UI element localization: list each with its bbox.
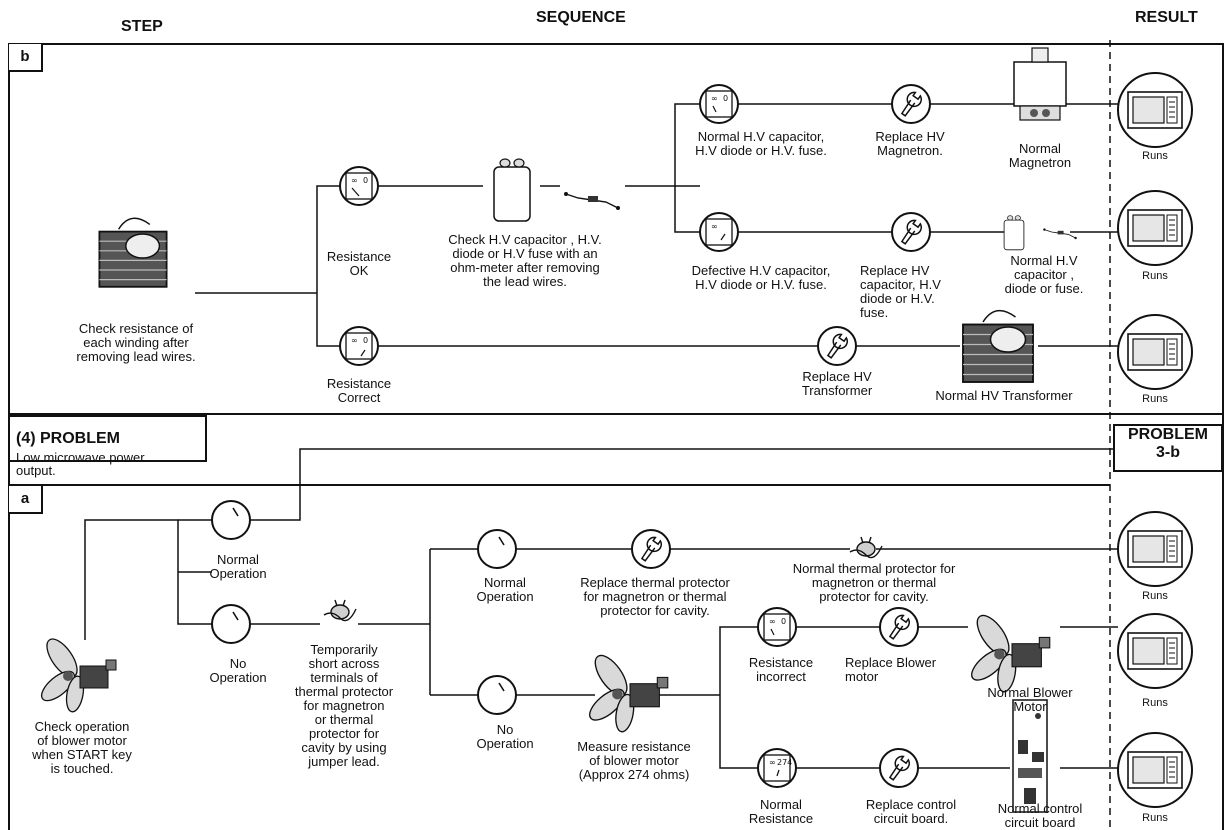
panel-frames — [8, 40, 1224, 830]
check-transformer-label: Check resistance of each winding after r… — [76, 321, 196, 364]
normal-operation-label: Normal Operation — [476, 575, 534, 604]
replace-thermal-label: Replace thermal protector for magnetron … — [580, 575, 730, 618]
blower-fan-icon — [584, 649, 669, 734]
runs-label: Runs — [1142, 393, 1168, 405]
ohmmeter-icon: ∞ 0 — [339, 326, 379, 366]
normal-thermal-label: Normal thermal protector for magnetron o… — [792, 561, 956, 604]
microwave-icon — [1117, 314, 1193, 390]
meter-reading: 0 — [723, 94, 728, 103]
ohmmeter-icon: ∞ 274 — [757, 748, 797, 788]
replace-magnetron-label: Replace HV Magnetron. — [875, 129, 945, 158]
microwave-icon — [1117, 511, 1193, 587]
wrench-icon — [631, 529, 671, 569]
normal-blower-label: Normal Blower Motor — [987, 685, 1073, 714]
microwave-icon — [1117, 732, 1193, 808]
microwave-icon — [1117, 190, 1193, 266]
normal-resistance-label: Normal Resistance — [748, 797, 814, 826]
no-operation-label: No Operation — [476, 722, 534, 751]
blower-fan-icon — [36, 633, 117, 714]
meter-reading: ∞ — [711, 94, 718, 103]
capacitor-icon — [493, 158, 531, 222]
ohmmeter-dial-icon — [477, 675, 517, 715]
wrench-icon — [879, 748, 919, 788]
meter-reading: 0 — [363, 336, 368, 345]
wrench-icon — [817, 326, 857, 366]
section-b-tag: b — [9, 44, 43, 72]
replace-hv-parts-label: Replace HV capacitor, H.V diode or H.V. … — [860, 263, 941, 320]
meter-reading: 0 — [781, 617, 786, 626]
meter-reading: 0 — [363, 176, 368, 185]
runs-label: Runs — [1142, 697, 1168, 709]
wrench-icon — [891, 212, 931, 252]
meter-reading: ∞ — [711, 222, 718, 231]
replace-control-label: Replace control circuit board. — [865, 797, 957, 826]
result-header: RESULT — [1135, 9, 1198, 26]
capacitor-icon — [1003, 215, 1025, 251]
thermal-protector-icon — [323, 599, 357, 622]
diode-icon — [563, 191, 621, 211]
microwave-icon — [1117, 613, 1193, 689]
blower-fan-icon — [966, 609, 1051, 694]
check-blower-label: Check operation of blower motor when STA… — [32, 719, 132, 776]
transformer-icon — [962, 309, 1034, 383]
replace-transformer-label: Replace HV Transformer — [801, 369, 873, 398]
ohmmeter-icon: ∞ 0 — [699, 84, 739, 124]
runs-label: Runs — [1142, 812, 1168, 824]
transformer-icon — [98, 217, 168, 288]
magnetron-icon — [1013, 47, 1067, 121]
wrench-icon — [879, 607, 919, 647]
resistance-ok-label: Resistance OK — [326, 249, 392, 278]
problem-description: Low microwave power output. — [16, 450, 145, 478]
short-terminals-label: Temporarily short across terminals of th… — [294, 642, 394, 769]
ohmmeter-dial-icon — [477, 529, 517, 569]
meter-reading: ∞ — [769, 758, 776, 767]
thermal-protector-icon — [849, 536, 883, 559]
meter-reading: ∞ — [769, 617, 776, 626]
ohmmeter-dial-icon — [211, 500, 251, 540]
defective-hv-parts-label: Defective H.V capacitor, H.V diode or H.… — [691, 263, 831, 292]
measure-blower-label: Measure resistance of blower motor (Appr… — [577, 739, 691, 782]
meter-reading: ∞ — [351, 176, 358, 185]
normal-hv-capacitor-label: Normal H.V capacitor , diode or fuse. — [1004, 253, 1084, 296]
runs-label: Runs — [1142, 270, 1168, 282]
diode-icon — [1042, 227, 1078, 240]
ohmmeter-icon: ∞ 0 — [757, 607, 797, 647]
normal-control-label: Normal control circuit board — [997, 801, 1083, 830]
resistance-correct-label: Resistance Correct — [326, 376, 392, 405]
normal-transformer-label: Normal HV Transformer — [935, 388, 1073, 403]
normal-hv-parts-label: Normal H.V capacitor, H.V diode or H.V. … — [695, 129, 827, 158]
normal-operation-label: Normal Operation — [209, 552, 267, 581]
resistance-incorrect-label: Resistance incorrect — [748, 655, 814, 684]
step-header: STEP — [121, 18, 163, 35]
microwave-icon — [1117, 72, 1193, 148]
problem-reference-box: PROBLEM 3-b — [1113, 424, 1223, 472]
ohmmeter-icon: ∞ — [699, 212, 739, 252]
circuit-board-icon — [1012, 699, 1048, 813]
runs-label: Runs — [1142, 590, 1168, 602]
meter-reading: ∞ — [351, 336, 358, 345]
problem-title: (4) PROBLEM — [16, 430, 120, 447]
no-operation-label: No Operation — [209, 656, 267, 685]
ohmmeter-dial-icon — [211, 604, 251, 644]
runs-label: Runs — [1142, 150, 1168, 162]
check-capacitor-label: Check H.V capacitor , H.V. diode or H.V … — [448, 232, 602, 289]
section-a-tag: a — [9, 486, 43, 514]
meter-reading: 274 — [777, 758, 792, 767]
replace-blower-label: Replace Blower motor — [845, 655, 937, 684]
wrench-icon — [891, 84, 931, 124]
ohmmeter-icon: ∞ 0 — [339, 166, 379, 206]
sequence-header: SEQUENCE — [536, 9, 626, 26]
normal-magnetron-label: Normal Magnetron — [1008, 141, 1072, 170]
